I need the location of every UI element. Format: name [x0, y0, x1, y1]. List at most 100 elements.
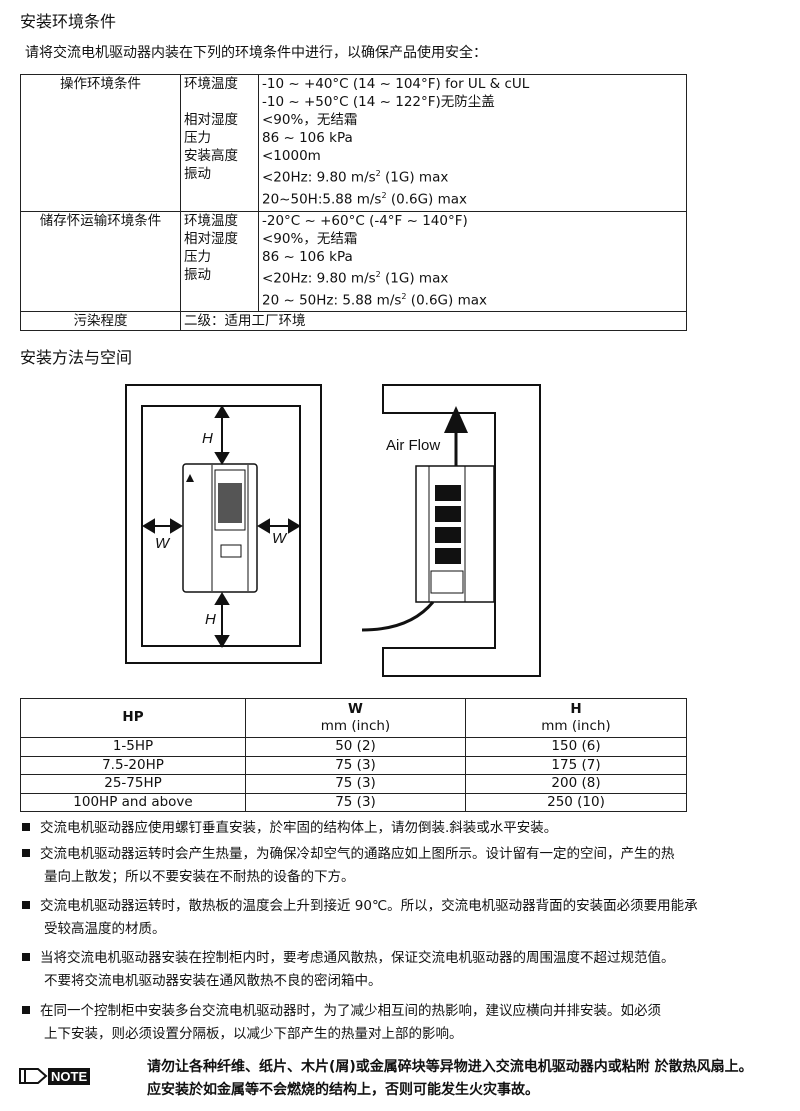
value: <20Hz: 9.80 m/s2 (1G) max [262, 266, 683, 288]
t: W [348, 700, 363, 717]
bullet-square-icon [22, 953, 30, 961]
t: H [570, 700, 582, 717]
bullet-square-icon [22, 823, 30, 831]
t: (0.6G) max [386, 191, 468, 207]
value-pollution: 二级：适用工厂环境 [180, 311, 687, 331]
cell: 75 (3) [245, 792, 466, 812]
bullet-item: 在同一个控制柜中安装多台交流电机驱动器时，为了减少相互间的热影响，建议应横向并排… [22, 1000, 661, 1046]
t: 20~50H:5.88 m/s [262, 191, 382, 207]
param: 安装高度 [184, 148, 238, 164]
label-w-left: W [155, 535, 171, 552]
note-label: NOTE [48, 1067, 91, 1085]
sup: 2 [375, 270, 381, 279]
value: -20°C ~ +60°C (-4°F ~ 140°F) [262, 213, 468, 229]
cell: 200 (8) [465, 774, 687, 794]
cell: 75 (3) [245, 774, 466, 794]
bullet-item: 交流电机驱动器应使用螺钉垂直安装，於牢固的结构体上，请勿倒装.斜装或水平安装。 [22, 817, 557, 840]
value: <20Hz: 9.80 m/s2 (1G) max [262, 165, 683, 187]
cable [361, 601, 435, 632]
param: 振动 [184, 267, 211, 283]
cell: 50 (2) [245, 737, 466, 757]
bullet-square-icon [22, 1006, 30, 1014]
section-title-environment: 安装环境条件 [20, 12, 117, 31]
sup: 2 [401, 291, 407, 301]
t: mm (inch) [320, 718, 391, 734]
row-operation: 操作环境条件 环境温度 相对湿度 压力 安装高度 振动 -10 ~ +40°C … [20, 74, 687, 212]
label-w-right: W [272, 530, 288, 547]
bullet-item: 交流电机驱动器运转时会产生热量，为确保冷却空气的通路应如上图所示。设计留有一定的… [22, 843, 675, 889]
t: mm (inch) [541, 718, 611, 734]
cell: 100HP and above [20, 792, 246, 812]
environment-table: 操作环境条件 环境温度 相对湿度 压力 安装高度 振动 -10 ~ +40°C … [20, 74, 687, 331]
label-h-bottom: H [205, 611, 216, 628]
value: 20 ~ 50Hz: 5.88 m/s2 (0.6G) max [262, 288, 683, 310]
value: -10 ~ +40°C (14 ~ 104°F) for UL & cUL [262, 76, 530, 92]
value: 20~50H:5.88 m/s2 (0.6G) max [262, 187, 683, 209]
drive-front [182, 463, 258, 593]
params-operation: 环境温度 相对湿度 压力 安装高度 振动 [180, 74, 259, 212]
param: 压力 [184, 249, 211, 265]
value: -10 ~ +50°C (14 ~ 122°F)无防尘盖 [262, 94, 495, 110]
sup: 2 [381, 190, 387, 200]
values-operation: -10 ~ +40°C (14 ~ 104°F) for UL & cUL -1… [258, 74, 687, 212]
param: 环境温度 [184, 76, 238, 92]
row-pollution: 污染程度 二级：适用工厂环境 [20, 311, 687, 331]
intro-text: 请将交流电机驱动器内装在下列的环境条件中进行，以确保产品使用安全： [25, 45, 487, 61]
pencil-icon [19, 1068, 48, 1084]
t: 交流电机驱动器运转时会产生热量，为确保冷却空气的通路应如上图所示。设计留有一定的… [40, 846, 675, 862]
value: <90%，无结霜 [262, 231, 358, 247]
note-badge: NOTE [18, 1066, 91, 1086]
outer-enclosure [125, 384, 322, 664]
t: 交流电机驱动器应使用螺钉垂直安装，於牢固的结构体上，请勿倒装.斜装或水平安装。 [40, 820, 558, 836]
t: <20Hz: 9.80 m/s [262, 169, 376, 186]
label-operation: 操作环境条件 [20, 74, 181, 212]
values-storage: -20°C ~ +60°C (-4°F ~ 140°F) <90%，无结霜 86… [258, 211, 687, 312]
section-title-installation: 安装方法与空间 [20, 348, 133, 367]
cell: 25-75HP [20, 774, 246, 794]
t: 当将交流电机驱动器安装在控制柜内时，要考虑通风散热，保证交流电机驱动器的周围温度… [40, 950, 675, 966]
t: 上下安装，则必须设置分隔板，以减少下部产生的热量对上部的影响。 [44, 1026, 463, 1042]
t: (1G) max [380, 169, 449, 186]
row-storage: 储存怀运输环境条件 环境温度 相对湿度 压力 振动 -20°C ~ +60°C … [20, 211, 687, 312]
airflow-arrow-icon [444, 406, 468, 433]
value: <1000m [262, 148, 321, 164]
value: 86 ~ 106 kPa [262, 249, 353, 265]
cell: 250 (10) [465, 792, 687, 812]
params-storage: 环境温度 相对湿度 压力 振动 [180, 211, 259, 312]
sup: 2 [375, 169, 381, 178]
t: 受较高温度的材质。 [44, 921, 166, 937]
cabinet [382, 384, 541, 677]
t: (0.6G) max [406, 292, 487, 308]
param: 相对湿度 [184, 231, 238, 247]
param: 环境温度 [184, 213, 238, 229]
cell: 75 (3) [245, 755, 466, 775]
label-storage: 储存怀运输环境条件 [20, 211, 181, 312]
value: <90%，无结霜 [262, 112, 358, 128]
label-h-top: H [202, 430, 213, 447]
vent-slots [435, 485, 461, 564]
bullet-item: 交流电机驱动器运转时，散热板的温度会上升到接近 90℃。所以，交流电机驱动器背面… [22, 895, 698, 941]
note-line: 应安装於如金属等不会燃烧的结构上，否则可能发生火灾事故。 [147, 1082, 539, 1098]
header-hp: HP [20, 698, 246, 738]
installation-diagram: H H W W Air Flow [125, 384, 541, 677]
cell: 150 (6) [465, 737, 687, 757]
clearance-arrows [142, 405, 301, 648]
t: <20Hz: 9.80 m/s [262, 270, 376, 287]
t: 20 ~ 50Hz: 5.88 m/s [262, 292, 402, 308]
note-line: 请勿让各种纤维、纸片、木片(屑)或金属碎块等异物进入交流电机驱动器内或粘附 於散… [147, 1059, 753, 1075]
bullet-square-icon [22, 849, 30, 857]
keypad [214, 469, 246, 531]
t: 交流电机驱动器运转时，散热板的温度会上升到接近 90℃。所以，交流电机驱动器背面… [40, 898, 698, 914]
t: 不要将交流电机驱动器安装在通风散热不良的密闭箱中。 [44, 973, 382, 989]
cell: 1-5HP [20, 737, 246, 757]
t: 量向上散发；所以不要安装在不耐热的设备的下方。 [44, 869, 355, 885]
cell: 7.5-20HP [20, 755, 246, 775]
t: 在同一个控制柜中安装多台交流电机驱动器时，为了减少相互间的热影响，建议应横向并排… [40, 1003, 661, 1019]
t: (1G) max [380, 270, 449, 287]
